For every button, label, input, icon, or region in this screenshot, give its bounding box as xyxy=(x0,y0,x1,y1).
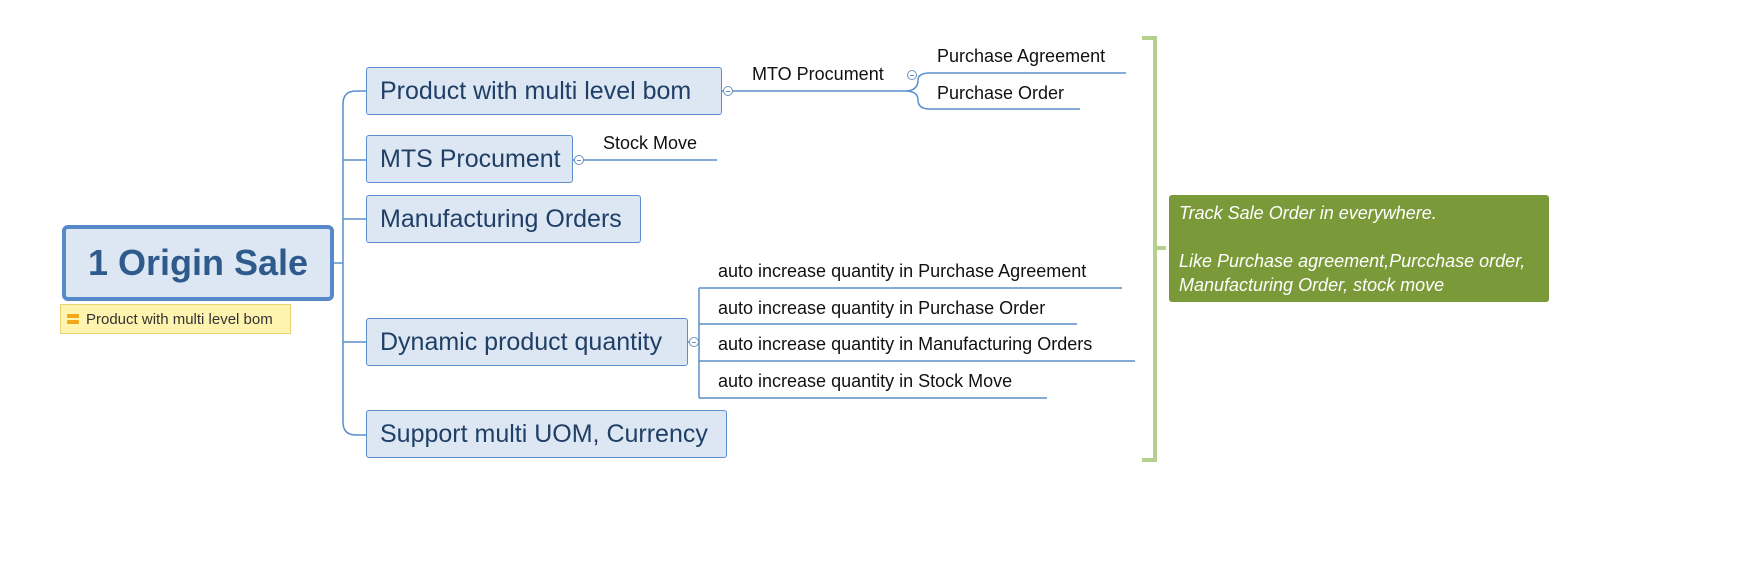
branch-trunk xyxy=(342,90,366,436)
summary-line: Track Sale Order in everywhere. xyxy=(1179,203,1437,223)
summary-bracket xyxy=(1142,36,1166,462)
branch-label: MTS Procument xyxy=(380,144,561,173)
collapse-toggle-icon[interactable] xyxy=(723,86,733,96)
subtopic-purchase-order[interactable]: Purchase Order xyxy=(937,83,1065,103)
subtopic-dynamic-manufacturing-orders[interactable]: auto increase quantity in Manufacturing … xyxy=(718,334,1093,354)
topic-note-text: Product with multi level bom xyxy=(86,310,273,328)
note-icon xyxy=(67,314,79,324)
summary-topic[interactable]: Track Sale Order in everywhere. Like Pur… xyxy=(1169,195,1549,302)
subtopic-stock-move[interactable]: Stock Move xyxy=(603,133,698,153)
topic-note[interactable]: Product with multi level bom xyxy=(60,304,291,334)
root-topic-label: 1 Origin Sale xyxy=(87,242,309,283)
subtopic-dynamic-purchase-order[interactable]: auto increase quantity in Purchase Order xyxy=(718,298,1046,318)
subtopic-dynamic-purchase-agreement[interactable]: auto increase quantity in Purchase Agree… xyxy=(718,261,1087,281)
branch-manufacturing-orders[interactable]: Manufacturing Orders xyxy=(366,195,641,243)
connector-mto-children xyxy=(904,72,1126,110)
branch-support-multi-uom-currency[interactable]: Support multi UOM, Currency xyxy=(366,410,727,458)
branch-product-multi-level-bom[interactable]: Product with multi level bom xyxy=(366,67,722,115)
subtopic-purchase-agreement[interactable]: Purchase Agreement xyxy=(937,46,1106,66)
subtopic-dynamic-stock-move[interactable]: auto increase quantity in Stock Move xyxy=(718,371,1013,391)
branch-dynamic-product-quantity[interactable]: Dynamic product quantity xyxy=(366,318,688,366)
summary-line: Manufacturing Order, stock move xyxy=(1179,275,1445,295)
summary-line: Like Purchase agreement,Purcchase order, xyxy=(1179,251,1526,271)
branch-label: Support multi UOM, Currency xyxy=(380,419,708,448)
collapse-toggle-icon[interactable] xyxy=(907,70,917,80)
root-topic[interactable]: 1 Origin Sale xyxy=(62,225,334,301)
branch-label: Dynamic product quantity xyxy=(380,327,663,356)
collapse-toggle-icon[interactable] xyxy=(574,155,584,165)
branch-mts-procument[interactable]: MTS Procument xyxy=(366,135,573,183)
branch-label: Product with multi level bom xyxy=(380,76,692,105)
collapse-toggle-icon[interactable] xyxy=(689,337,699,347)
branch-label: Manufacturing Orders xyxy=(380,204,622,233)
subtopic-mto-procument[interactable]: MTO Procument xyxy=(752,64,884,84)
